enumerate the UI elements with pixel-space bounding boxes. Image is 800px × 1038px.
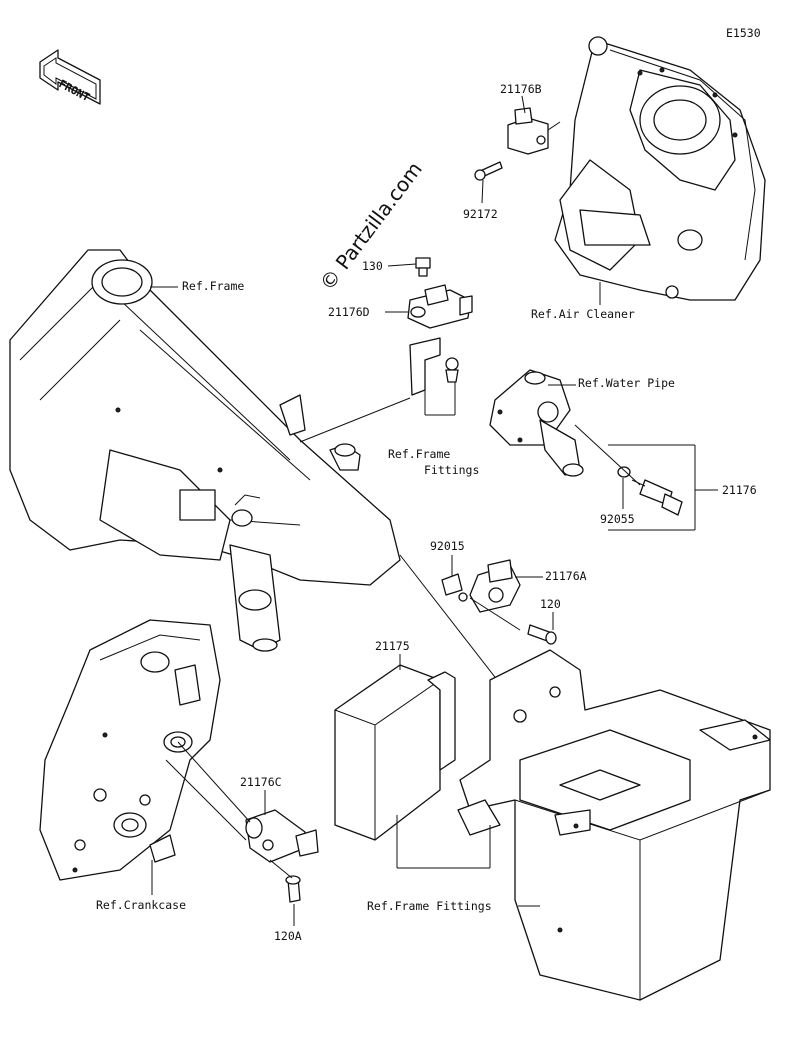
sensor-21176c <box>245 809 319 863</box>
bolt-120 <box>527 624 557 645</box>
sensor-21176 <box>631 479 683 516</box>
label-ref-frame-fittings-bottom: Ref.Frame Fittings <box>367 899 492 913</box>
sensor-21176a <box>469 559 521 613</box>
sensor-21176d <box>407 284 473 329</box>
ecu-21175 <box>334 664 456 841</box>
frame-illustration <box>9 249 401 652</box>
label-21176: 21176 <box>722 483 757 497</box>
label-92172: 92172 <box>463 207 498 221</box>
label-92055: 92055 <box>600 512 635 526</box>
label-92015: 92015 <box>430 539 465 553</box>
oring-92055 <box>617 466 631 478</box>
air-cleaner-illustration <box>554 36 766 301</box>
front-arrow-icon: FRONT <box>39 49 101 105</box>
bracket-frame-fittings <box>409 337 459 396</box>
label-21176b: 21176B <box>500 82 542 96</box>
label-21175: 21175 <box>375 639 410 653</box>
label-21176c: 21176C <box>240 775 282 789</box>
label-21176d: 21176D <box>328 305 370 319</box>
bolt-92172 <box>474 161 503 181</box>
bolt-120a <box>285 875 301 903</box>
watermark: © Partzilla.com <box>315 157 427 295</box>
label-ref-air-cleaner: Ref.Air Cleaner <box>531 307 635 321</box>
diagram-code: E1530 <box>726 26 761 40</box>
label-ref-frame: Ref.Frame <box>182 279 244 293</box>
label-120a: 120A <box>274 929 302 943</box>
water-pipe-illustration <box>489 369 584 477</box>
bolt-130 <box>415 257 431 277</box>
label-120: 120 <box>540 597 561 611</box>
sensor-21176b <box>507 107 561 155</box>
crankcase-illustration <box>39 619 221 881</box>
label-130: 130 <box>362 259 383 273</box>
label-21176a: 21176A <box>545 569 587 583</box>
battery-box-illustration <box>457 649 771 1001</box>
label-ref-frame-fittings-1: Ref.Frame <box>388 447 450 461</box>
label-ref-crankcase: Ref.Crankcase <box>96 898 186 912</box>
collar-92015 <box>441 573 468 602</box>
label-ref-water-pipe: Ref.Water Pipe <box>578 376 675 390</box>
label-ref-frame-fittings-2: Fittings <box>424 463 479 477</box>
